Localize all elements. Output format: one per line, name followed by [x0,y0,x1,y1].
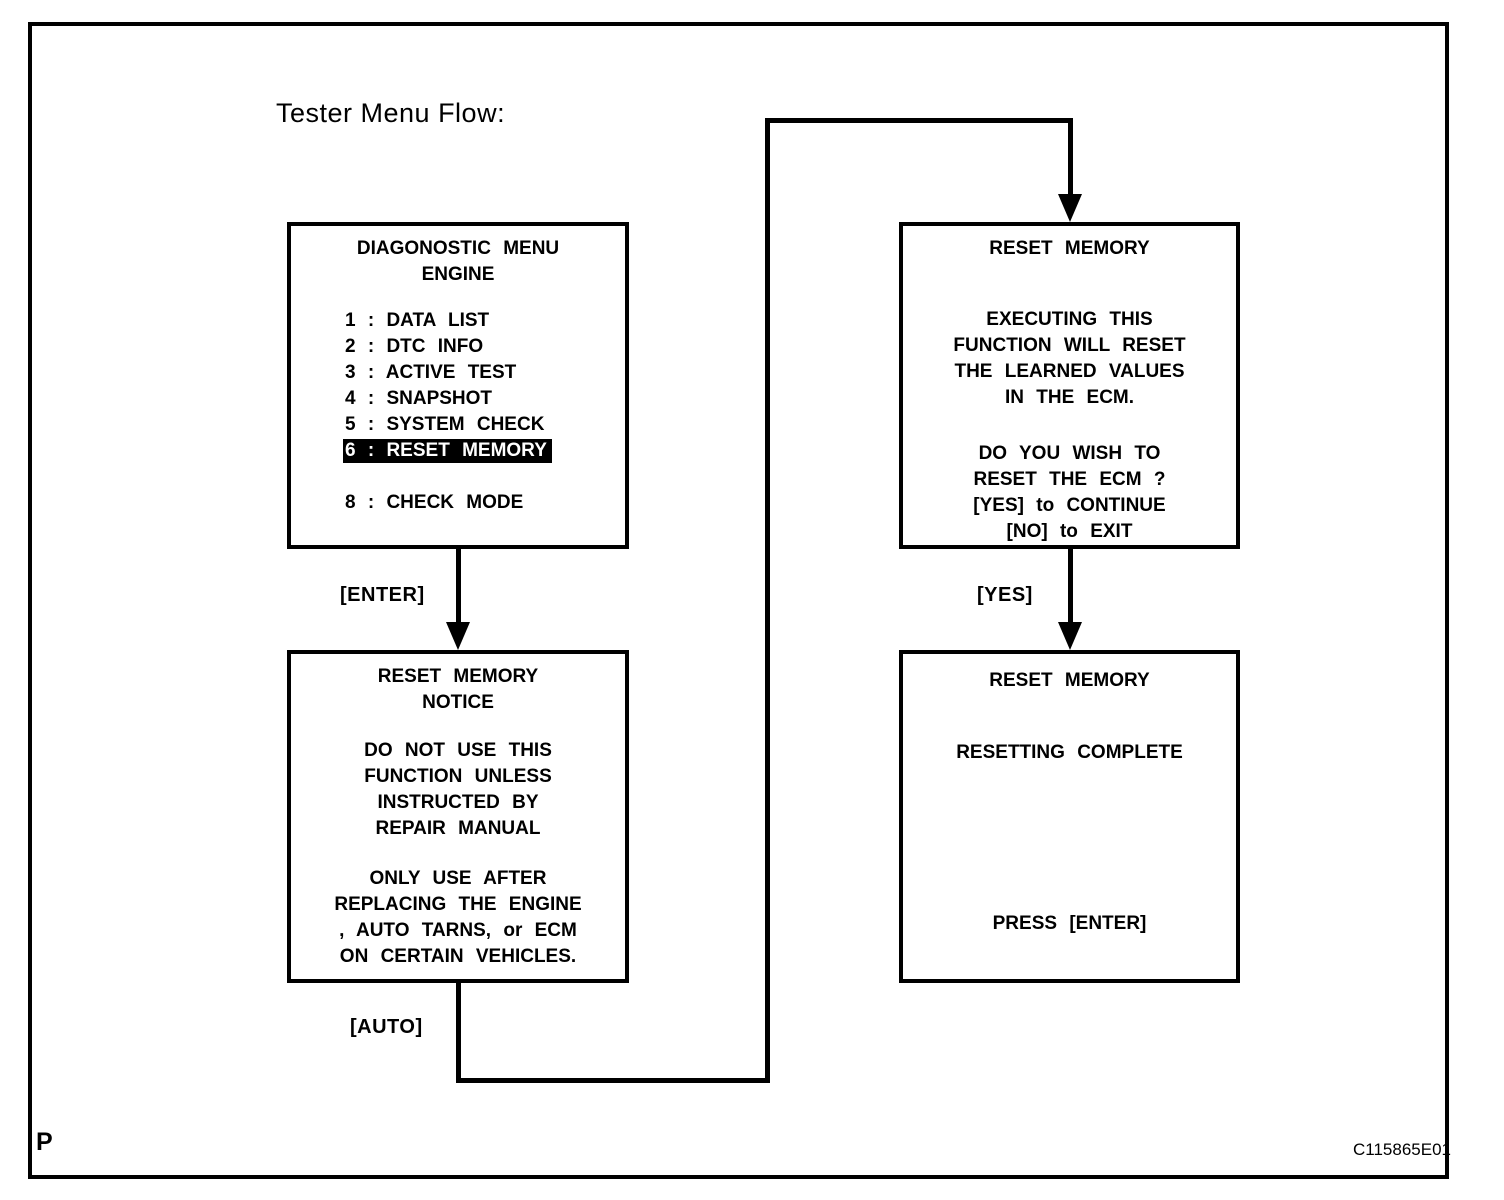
notice-line: REPAIR MANUAL [375,818,541,839]
prompt-line: [NO] to EXIT [1006,521,1133,542]
reset-complete-status: RESETTING COMPLETE [956,742,1183,763]
auto-connector-segment-bottom [456,1078,770,1083]
yes-label: [YES] [977,584,1033,606]
auto-connector-segment-into-confirm [1068,118,1073,200]
diagnostic-menu-subtitle: ENGINE [421,264,495,285]
diagnostic-menu-title: DIAGONOSTIC MENU [356,238,560,259]
reset-notice-usage: ONLY USE AFTER REPLACING THE ENGINE , AU… [291,866,625,970]
enter-arrowhead-icon [446,622,470,650]
prompt-line: RESET THE ECM ? [973,469,1166,490]
menu-item-dtc-info[interactable]: 2 : DTC INFO [345,336,484,357]
reset-notice-title: RESET MEMORY [377,666,539,687]
warning-line: FUNCTION WILL RESET [953,335,1186,356]
reset-notice-warning: DO NOT USE THIS FUNCTION UNLESS INSTRUCT… [291,738,625,842]
notice-line: DO NOT USE THIS [364,740,552,761]
auto-connector-segment-top [765,118,1071,123]
warning-line: IN THE ECM. [1004,387,1135,408]
prompt-line: [YES] to CONTINUE [973,495,1166,516]
menu-item-reset-memory-selected[interactable]: 6 : RESET MEMORY [343,438,625,464]
auto-label: [AUTO] [350,1016,423,1038]
menu-item-check-mode[interactable]: 8 : CHECK MODE [345,492,524,513]
reset-confirm-warning: EXECUTING THIS FUNCTION WILL RESET THE L… [903,307,1236,411]
warning-line: THE LEARNED VALUES [954,361,1185,382]
yes-arrowhead-icon [1058,622,1082,650]
usage-line: ONLY USE AFTER [369,868,547,889]
usage-line: REPLACING THE ENGINE [334,894,582,915]
screen-reset-complete: RESET MEMORY RESETTING COMPLETE PRESS [E… [899,650,1240,983]
enter-label: [ENTER] [340,584,425,606]
usage-line: , AUTO TARNS, or ECM [339,920,577,941]
enter-connector-line [456,548,461,628]
auto-arrowhead-icon [1058,194,1082,222]
reset-complete-title: RESET MEMORY [989,670,1150,691]
screen-reset-notice: RESET MEMORY NOTICE DO NOT USE THIS FUNC… [287,650,629,983]
menu-item-active-test[interactable]: 3 : ACTIVE TEST [345,362,517,383]
usage-line: ON CERTAIN VEHICLES. [339,946,577,967]
auto-connector-segment-up [765,118,770,1083]
reset-confirm-title: RESET MEMORY [989,238,1150,259]
notice-line: INSTRUCTED BY [377,792,539,813]
prompt-line: DO YOU WISH TO [978,443,1161,464]
notice-line: FUNCTION UNLESS [364,766,552,787]
menu-item-snapshot[interactable]: 4 : SNAPSHOT [345,388,493,409]
page-title: Tester Menu Flow: [276,98,506,128]
yes-connector-line [1068,548,1073,628]
screen-diagnostic-menu: DIAGONOSTIC MENU ENGINE 1 : DATA LIST 2 … [287,222,629,549]
menu-item-system-check[interactable]: 5 : SYSTEM CHECK [345,414,545,435]
reset-confirm-prompt: DO YOU WISH TO RESET THE ECM ? [YES] to … [903,441,1236,545]
figure-code: C115865E01 [1353,1140,1451,1159]
page-letter: P [36,1128,53,1156]
selected-item-label: 6 : RESET MEMORY [343,439,552,463]
warning-line: EXECUTING THIS [986,309,1153,330]
menu-item-data-list[interactable]: 1 : DATA LIST [345,310,490,331]
reset-complete-action: PRESS [ENTER] [992,913,1147,934]
reset-notice-subtitle: NOTICE [422,692,494,713]
auto-connector-segment-down [456,980,461,1083]
page-border [28,22,1449,1179]
screen-reset-confirm: RESET MEMORY EXECUTING THIS FUNCTION WIL… [899,222,1240,549]
diagnostic-menu-list: 1 : DATA LIST 2 : DTC INFO 3 : ACTIVE TE… [291,308,625,516]
